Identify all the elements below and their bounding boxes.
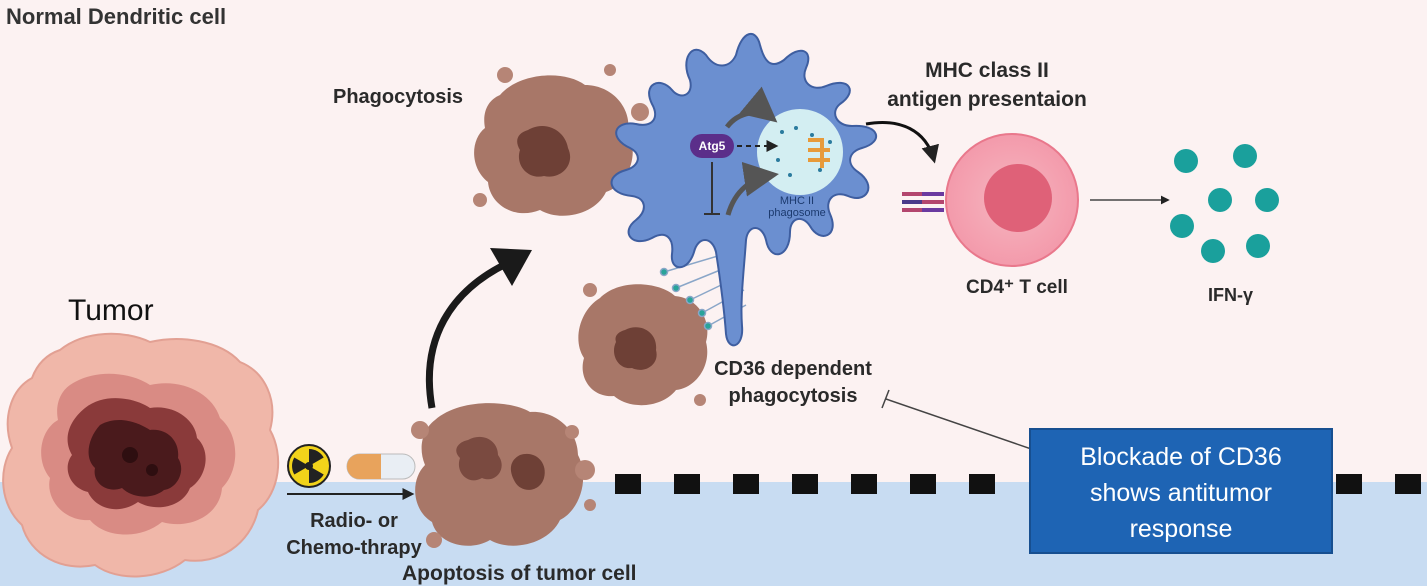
- phagocytosis-label: Phagocytosis: [333, 86, 464, 108]
- blockade-inhibition: [885, 398, 1041, 453]
- therapy-label: Radio- or Chemo-thrapy: [280, 508, 428, 562]
- radiation-icon: [287, 444, 331, 488]
- cd36-label: CD36 dependent phagocytosis: [708, 356, 878, 410]
- apoptotic-cell-cd36: [578, 283, 708, 406]
- tumor-label: Tumor: [68, 294, 154, 327]
- cd36-label-line2: phagocytosis: [728, 385, 858, 407]
- membrane-dashes: [615, 474, 1421, 494]
- mhc-label-line2: antigen presentaion: [887, 88, 1087, 111]
- blockade-box: Blockade of CD36 shows antitumor respons…: [1029, 428, 1333, 554]
- apoptosis-label: Apoptosis of tumor cell: [402, 562, 637, 585]
- phagosome: [755, 107, 845, 197]
- page-title: Normal Dendritic cell: [6, 4, 227, 29]
- atg5-badge: [690, 134, 734, 158]
- therapy-label-line2: Chemo-thrapy: [286, 537, 422, 559]
- atg5-label: Atg5: [698, 139, 726, 153]
- t-cell-label: CD4⁺ T cell: [966, 277, 1068, 298]
- mhc-label-line1: MHC class II: [925, 59, 1049, 82]
- phagosome-label-line1: MHC II: [779, 195, 815, 207]
- phagosome-label-line2: phagosome: [768, 207, 826, 219]
- pill-icon: [346, 453, 416, 480]
- phagosome-label: MHC II phagosome: [752, 195, 842, 219]
- dendritic-cell: [610, 33, 944, 347]
- t-cell: [945, 133, 1079, 267]
- cd36-label-line1: CD36 dependent: [714, 358, 872, 380]
- blockade-inhibition-bar: [881, 389, 890, 409]
- blockade-line1: Blockade of CD36: [1080, 443, 1282, 471]
- uptake-arrow: [425, 258, 512, 409]
- blockade-line3: response: [1129, 515, 1233, 543]
- uptake-arrowhead: [490, 248, 532, 286]
- tumor-illustration: [2, 332, 280, 578]
- mhc-presentation-label: MHC class II antigen presentaion: [872, 56, 1102, 114]
- apoptotic-cell-bottom: [411, 403, 596, 548]
- ifn-particles: [1170, 144, 1279, 263]
- therapy-label-line1: Radio- or: [310, 510, 398, 532]
- apoptotic-cell-top: [473, 64, 649, 216]
- ifn-label: IFN-γ: [1208, 285, 1253, 305]
- presentation-arrow: [865, 121, 939, 164]
- blockade-line2: shows antitumor: [1089, 479, 1273, 507]
